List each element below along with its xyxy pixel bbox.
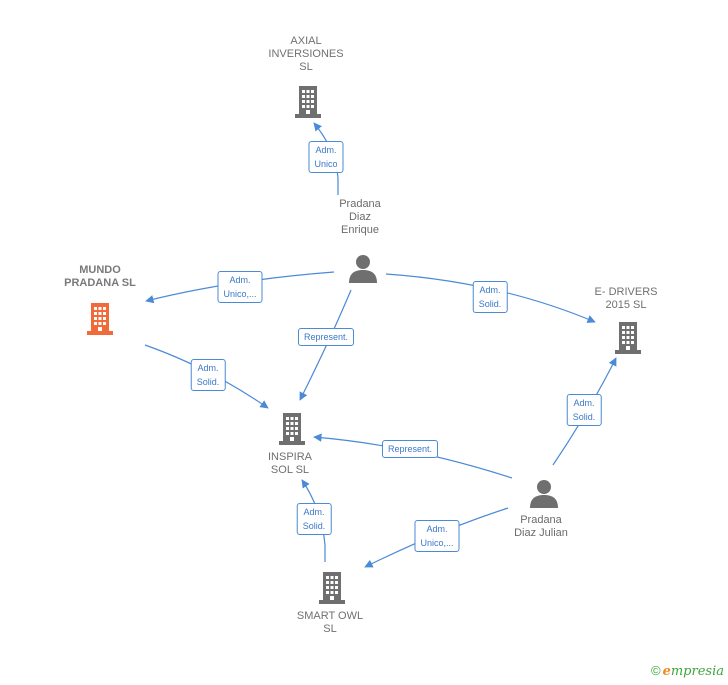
axial-building-icon[interactable] bbox=[295, 86, 321, 118]
edge-label-smartowl-to-inspira[interactable]: Adm. Solid. bbox=[296, 503, 332, 535]
node-label-line: SMART OWL bbox=[296, 610, 364, 622]
node-label-line: INVERSIONES bbox=[268, 48, 344, 60]
node-label-line: E- DRIVERS bbox=[594, 286, 658, 298]
edge-label-line: Adm. bbox=[426, 524, 448, 534]
node-label-line: PRADANA SL bbox=[64, 277, 136, 289]
node-label-line: Enrique bbox=[341, 224, 379, 236]
edge-label-julian-to-inspira[interactable]: Represent. bbox=[381, 440, 439, 458]
edge-label-line: Unico,... bbox=[420, 538, 454, 548]
node-label-line: AXIAL bbox=[290, 35, 322, 47]
edge-label-line: Solid. bbox=[572, 412, 596, 422]
edge-label-enrique-to-inspira[interactable]: Represent. bbox=[297, 328, 355, 346]
smartowl-building-icon[interactable] bbox=[319, 572, 345, 604]
node-label-line: Diaz bbox=[348, 211, 371, 223]
edge-label-line: Represent. bbox=[303, 332, 349, 342]
edge-label-line: Solid. bbox=[478, 299, 502, 309]
edge-label-line: Solid. bbox=[302, 521, 326, 531]
node-label-line: SL bbox=[299, 61, 313, 73]
mundo-building-icon[interactable] bbox=[87, 303, 113, 335]
copyright-icon: © bbox=[650, 663, 661, 678]
edge-label-enrique-to-mundo[interactable]: Adm. Unico,... bbox=[217, 271, 263, 303]
julian-person-icon[interactable] bbox=[530, 480, 558, 508]
node-label-line: SOL SL bbox=[270, 464, 310, 476]
edge-label-line: Adm. bbox=[573, 398, 595, 408]
enrique-person-icon[interactable] bbox=[349, 255, 377, 283]
edge-label-line: Adm. bbox=[197, 363, 219, 373]
edge-label-line: Represent. bbox=[387, 444, 433, 454]
edge-label-julian-to-edrivers[interactable]: Adm. Solid. bbox=[566, 394, 602, 426]
edge-label-line: Solid. bbox=[196, 377, 220, 387]
edge-label-line: Adm. bbox=[479, 285, 501, 295]
node-label-line: INSPIRA bbox=[267, 451, 313, 463]
edge-label-line: Unico bbox=[314, 159, 338, 169]
edrivers-building-icon[interactable] bbox=[615, 322, 641, 354]
edge-label-line: Adm. bbox=[303, 507, 325, 517]
brand-initial: e bbox=[662, 664, 671, 679]
node-label-line: Diaz Julian bbox=[514, 527, 568, 539]
edge-label-enrique-to-edrivers[interactable]: Adm. Solid. bbox=[472, 281, 508, 313]
node-label-line: Pradana bbox=[520, 514, 562, 526]
edge-label-enrique-to-axial[interactable]: Adm. Unico bbox=[308, 141, 344, 173]
brand-name: mpresia bbox=[670, 664, 724, 679]
node-label-line: 2015 SL bbox=[605, 299, 647, 311]
node-label-line: Pradana bbox=[339, 198, 381, 210]
brand-watermark: ©empresia bbox=[651, 663, 724, 679]
edge-label-line: Adm. bbox=[229, 275, 251, 285]
edge-label-line: Adm. bbox=[315, 145, 337, 155]
node-label-line: MUNDO bbox=[79, 264, 121, 276]
edge-label-line: Unico,... bbox=[223, 289, 257, 299]
edge-label-mundo-to-inspira[interactable]: Adm. Solid. bbox=[190, 359, 226, 391]
inspira-building-icon[interactable] bbox=[279, 413, 305, 445]
node-label-line: SL bbox=[323, 623, 337, 635]
edge-label-julian-to-smartowl[interactable]: Adm. Unico,... bbox=[414, 520, 460, 552]
